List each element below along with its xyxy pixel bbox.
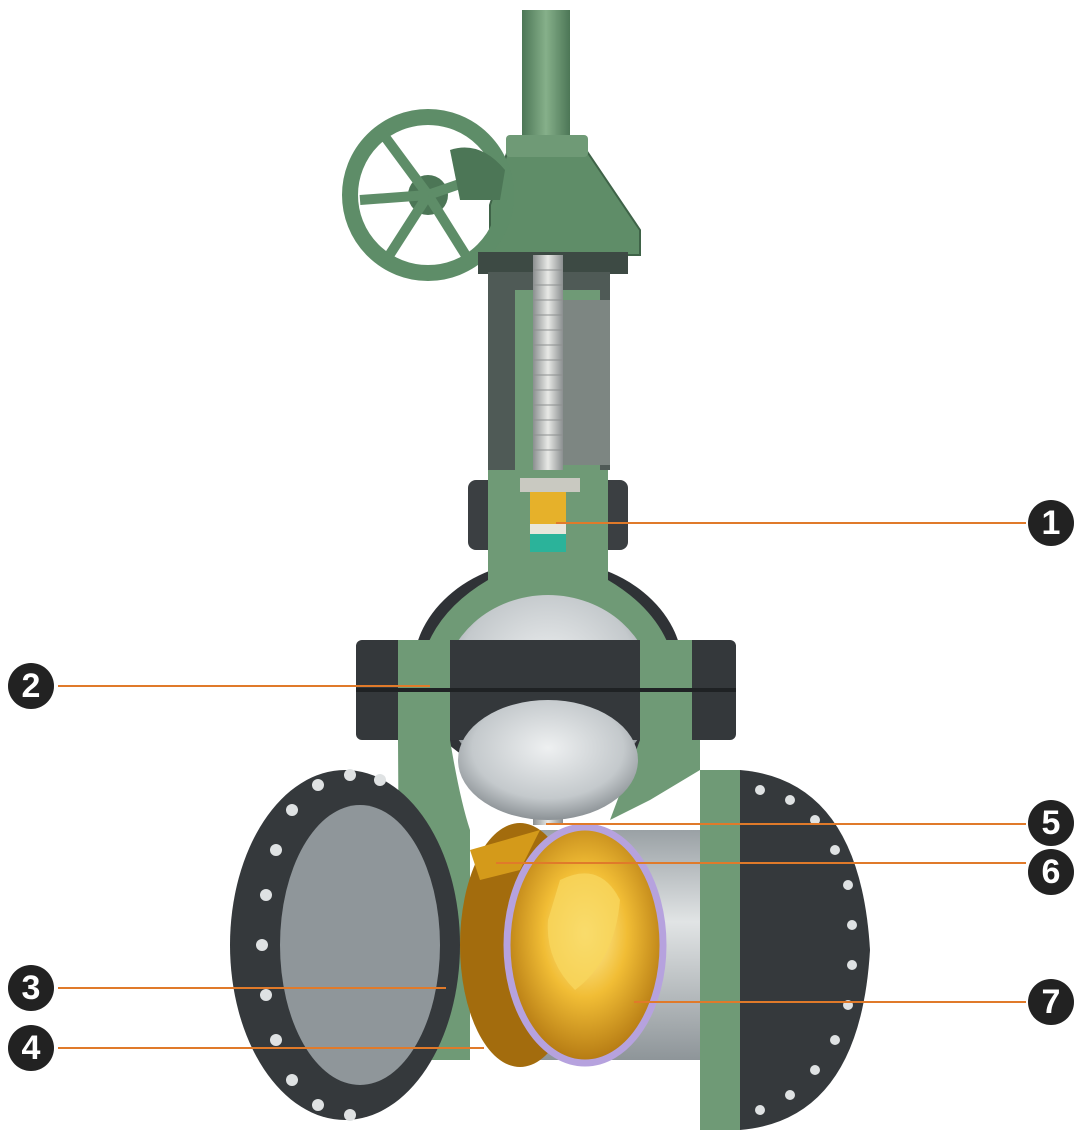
callout-1: 1	[1028, 500, 1074, 546]
stem-threads	[533, 269, 563, 451]
disc-highlight	[547, 873, 620, 990]
packing-teal	[530, 534, 566, 552]
left-bore	[280, 805, 440, 1085]
gearbox-top	[506, 135, 588, 157]
packing-gold	[530, 492, 566, 524]
leader-line-4	[58, 1047, 484, 1049]
callout-3: 3	[8, 965, 54, 1011]
seat-ring	[503, 823, 667, 1067]
callout-6: 6	[1028, 849, 1074, 895]
yoke-window	[560, 300, 610, 465]
leader-line-2	[58, 685, 430, 687]
leader-line-5	[546, 823, 1026, 825]
right-flange-bolt-holes	[755, 785, 857, 1115]
disc-guide	[470, 830, 540, 880]
gland-bolt-bar	[520, 478, 580, 492]
callout-7: 7	[1028, 979, 1074, 1025]
callout-5: 5	[1028, 800, 1074, 846]
leader-line-6	[496, 862, 1026, 864]
handwheel	[342, 109, 514, 281]
leader-line-7	[634, 1001, 1026, 1003]
callout-4: 4	[8, 1025, 54, 1071]
callout-2: 2	[8, 663, 54, 709]
leader-line-3	[58, 987, 446, 989]
leader-line-1	[556, 522, 1026, 524]
actuator-shaft	[522, 10, 570, 140]
pipe-outer-right	[700, 770, 740, 1130]
packing-white	[530, 524, 566, 534]
left-flange-bolt-holes	[256, 769, 386, 1121]
flange-gasket	[356, 688, 736, 692]
body-cavity	[458, 700, 638, 820]
